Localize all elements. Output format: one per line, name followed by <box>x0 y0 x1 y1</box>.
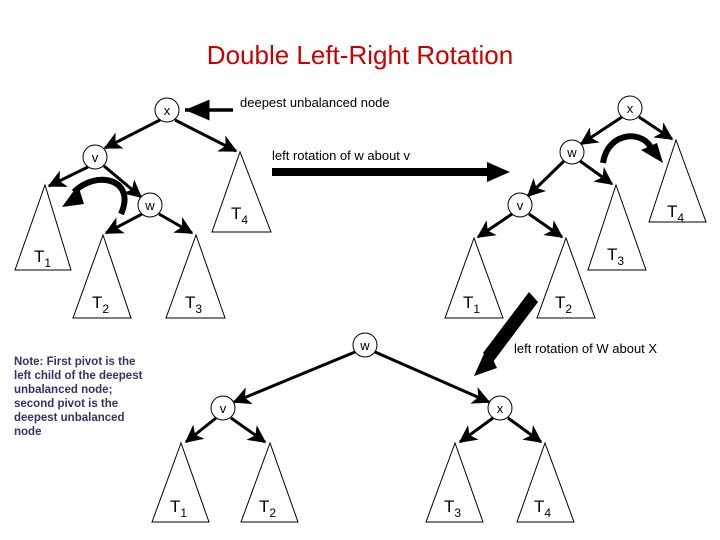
subtree-triangle-T3 <box>587 183 647 271</box>
node-v <box>210 395 236 421</box>
subtree-triangle-T2 <box>240 441 299 523</box>
caption-left-rotation-W-about-X: left rotation of W about X <box>514 341 658 356</box>
subtree-triangle-T2 <box>72 233 132 319</box>
page-title: Double Left-Right Rotation <box>206 40 514 70</box>
subtree-triangle-T2 <box>536 236 596 319</box>
step-arrow-first-rotation <box>272 162 510 182</box>
edge-v-w <box>103 164 143 199</box>
caption-deepest-unbalanced-node: deepest unbalanced node <box>240 95 390 110</box>
node-x <box>154 97 180 123</box>
edge-x-v <box>103 118 161 150</box>
subtree-label-T3: T3 <box>185 293 202 316</box>
subtree-label-T1: T1 <box>34 247 51 270</box>
edge-v-T1 <box>47 165 89 188</box>
edge-v-T1 <box>476 212 513 239</box>
node-w <box>352 332 378 358</box>
node-x <box>487 395 513 421</box>
second-rotation-arrowhead <box>641 143 663 163</box>
edge-v-T2 <box>230 416 267 444</box>
edge-w-x <box>374 350 491 404</box>
subtree-label-T2: T2 <box>555 293 572 316</box>
subtree-label-T4: T4 <box>667 202 684 225</box>
edge-w-T3 <box>158 212 194 235</box>
node-w <box>137 192 163 218</box>
subtree-triangle-T3 <box>165 233 226 319</box>
first-rotation-arrowhead <box>62 185 84 207</box>
subtree-label-T1: T1 <box>170 497 187 520</box>
edge-x-w <box>579 115 623 146</box>
second-rotation-arc <box>600 133 655 164</box>
step-arrow-second-rotation <box>474 292 538 376</box>
edge-x-T4 <box>174 118 238 153</box>
caption-left-rotation-w-about-v: left rotation of w about v <box>272 148 411 163</box>
node-label-v: v <box>517 198 524 213</box>
subtree-label-T1: T1 <box>463 293 480 316</box>
node-label-w: w <box>144 198 155 213</box>
node-label-x: x <box>627 101 634 116</box>
edge-v-T1 <box>184 416 217 444</box>
subtree-label-T3: T3 <box>607 245 624 268</box>
node-label-v: v <box>220 401 227 416</box>
node-label-x: x <box>497 401 504 416</box>
subtree-triangle-T1 <box>151 441 210 523</box>
subtree-triangle-T4 <box>516 441 575 523</box>
note-text: Note: First pivot is the left child of t… <box>14 356 143 438</box>
node-x <box>617 95 643 121</box>
subtree-triangle-T4 <box>211 150 272 233</box>
node-v <box>507 192 533 218</box>
subtree-label-T4: T4 <box>231 204 248 227</box>
edge-w-T3 <box>579 159 614 186</box>
node-label-w: w <box>359 338 370 353</box>
subtree-triangle-T1 <box>14 183 72 271</box>
subtree-label-T4: T4 <box>534 497 551 520</box>
subtree-label-T3: T3 <box>444 497 461 520</box>
subtree-triangle-T1 <box>444 236 504 319</box>
edge-w-v <box>232 350 356 405</box>
edge-x-T4 <box>638 115 674 141</box>
first-rotation-arc <box>71 176 128 216</box>
node-w <box>559 139 585 165</box>
original-tree: x v w T1 T2 T3 T4 <box>14 97 272 319</box>
edge-v-T2 <box>528 212 564 239</box>
final-tree: w v x T1 T2 T3 T4 <box>151 332 575 523</box>
subtree-label-T2: T2 <box>259 497 276 520</box>
subtree-triangle-T3 <box>425 441 484 523</box>
edge-x-T3 <box>458 416 494 444</box>
node-label-v: v <box>92 150 99 165</box>
subtree-triangle-T4 <box>648 138 707 223</box>
subtree-label-T2: T2 <box>92 293 109 316</box>
after-first-rotation-tree: x w v T1 T2 T3 T4 <box>444 95 707 319</box>
edge-w-v <box>526 159 566 198</box>
edge-x-T4 <box>507 416 543 444</box>
node-label-x: x <box>164 103 171 118</box>
node-v <box>82 144 108 170</box>
edge-w-T2 <box>104 212 143 235</box>
node-label-w: w <box>566 145 577 160</box>
